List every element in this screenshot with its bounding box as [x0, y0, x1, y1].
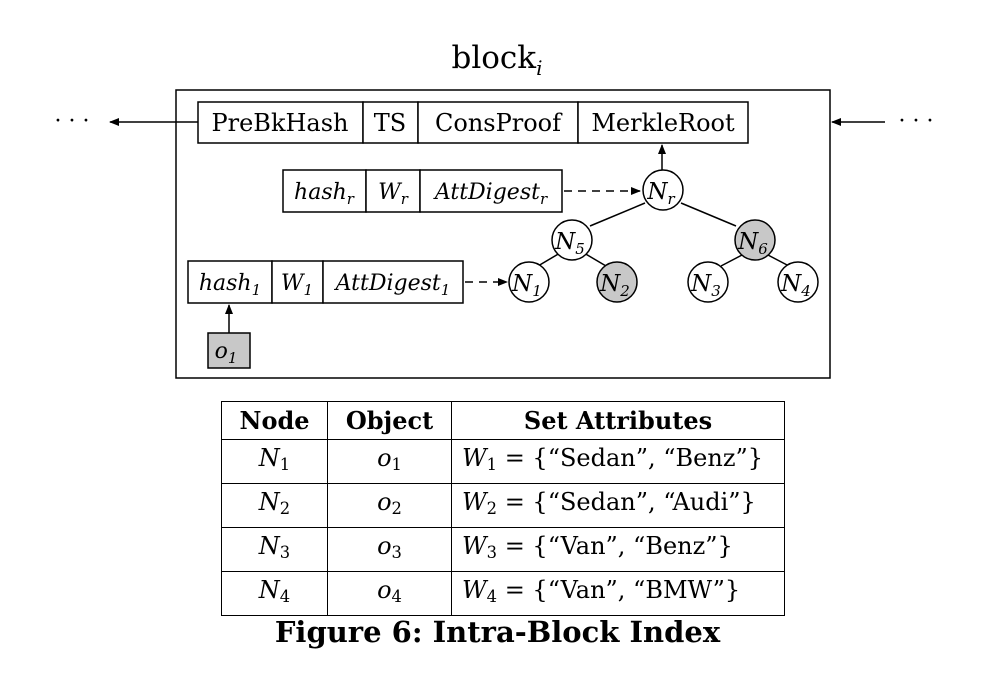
- node-n6-label: N6: [737, 229, 768, 258]
- record-1-digest-cell: [322, 260, 464, 304]
- cell-object: o1: [327, 438, 452, 485]
- table-header-row: Node Object Set Attributes: [221, 401, 785, 440]
- header-field-merkleroot: MerkleRoot: [591, 109, 735, 137]
- table-row: N1 o1 W1 = {“Sedan”, “Benz”}: [221, 438, 785, 485]
- node-n4-circle: [777, 261, 819, 303]
- node-n4-label: N4: [780, 271, 811, 300]
- header-set-attributes: Set Attributes: [451, 401, 785, 440]
- record-1-digest: AttDigest1: [334, 271, 451, 299]
- cell-set-attributes: W2 = {“Sedan”, “Audi”}: [451, 483, 785, 529]
- header-field-merkleroot-cell: [577, 101, 749, 144]
- left-ellipsis: · · ·: [55, 109, 90, 134]
- record-1-hash-cell: [187, 260, 273, 304]
- record-r-digest-cell: [419, 169, 563, 213]
- node-n5-circle: [551, 219, 593, 261]
- edge-n6-n3: [720, 253, 745, 267]
- record-1: hash1 W1 AttDigest1: [187, 260, 464, 304]
- cell-node: N3: [221, 527, 328, 573]
- record-r: hashr Wr AttDigestr: [282, 169, 563, 213]
- merkle-tree-nodes: Nr N5 N6 N1 N2 N3 N4: [508, 169, 819, 303]
- right-ellipsis: · · ·: [899, 109, 934, 134]
- cell-object: o4: [327, 571, 452, 617]
- header-field-ts: TS: [374, 109, 406, 137]
- node-n3-label: N3: [690, 271, 721, 300]
- node-nr-label: Nr: [646, 179, 675, 208]
- table-row: N4 o4 W4 = {“Van”, “BMW”}: [221, 571, 785, 617]
- cell-node: N1: [221, 438, 328, 485]
- header-field-consproof: ConsProof: [435, 109, 563, 137]
- cell-set-attributes: W1 = {“Sedan”, “Benz”}: [451, 438, 785, 485]
- node-n6-circle: [734, 219, 776, 261]
- node-n3-circle: [687, 261, 729, 303]
- block-title: blocki: [452, 40, 543, 80]
- edge-nr-n5: [589, 202, 646, 227]
- record-r-w-cell: [365, 169, 421, 213]
- table-row: N2 o2 W2 = {“Sedan”, “Audi”}: [221, 483, 785, 529]
- node-n1-circle: [508, 261, 550, 303]
- record-r-digest: AttDigestr: [433, 180, 548, 208]
- cell-node: N2: [221, 483, 328, 529]
- record-r-hash-cell: [282, 169, 367, 213]
- cell-node: N4: [221, 571, 328, 617]
- edge-n6-n4: [765, 253, 790, 267]
- record-r-w: Wr: [378, 180, 409, 208]
- cell-set-attributes: W4 = {“Van”, “BMW”}: [451, 571, 785, 617]
- node-n5-label: N5: [554, 229, 585, 258]
- record-1-w-cell: [271, 260, 324, 304]
- merkle-tree-edges: [537, 202, 790, 267]
- node-n2-label: N2: [599, 271, 630, 300]
- edge-n5-n2: [583, 252, 607, 267]
- figure-caption: Figure 6: Intra-Block Index: [274, 615, 721, 649]
- header-object: Object: [327, 401, 452, 440]
- header-field-prebkhash-cell: [197, 101, 364, 144]
- header-node: Node: [221, 401, 328, 440]
- node-n2-circle: [596, 261, 638, 303]
- cell-object: o2: [327, 483, 452, 529]
- node-attributes-table: Node Object Set Attributes N1 o1 W1 = {“…: [221, 401, 785, 617]
- table-row: N3 o3 W3 = {“Van”, “Benz”}: [221, 527, 785, 573]
- block-header: PreBkHash TS ConsProof MerkleRoot: [197, 101, 749, 144]
- object-o1-label: o1: [215, 339, 238, 367]
- block-container: [175, 89, 831, 379]
- record-r-hash: hashr: [294, 180, 355, 208]
- node-nr-circle: [642, 169, 684, 211]
- node-n1-label: N1: [511, 271, 542, 300]
- record-1-hash: hash1: [199, 271, 261, 299]
- header-field-prebkhash: PreBkHash: [211, 109, 348, 137]
- header-field-consproof-cell: [417, 101, 579, 144]
- edge-n5-n1: [537, 252, 561, 267]
- record-1-w: W1: [281, 271, 313, 299]
- cell-set-attributes: W3 = {“Van”, “Benz”}: [451, 527, 785, 573]
- cell-object: o3: [327, 527, 452, 573]
- edge-nr-n6: [680, 202, 737, 227]
